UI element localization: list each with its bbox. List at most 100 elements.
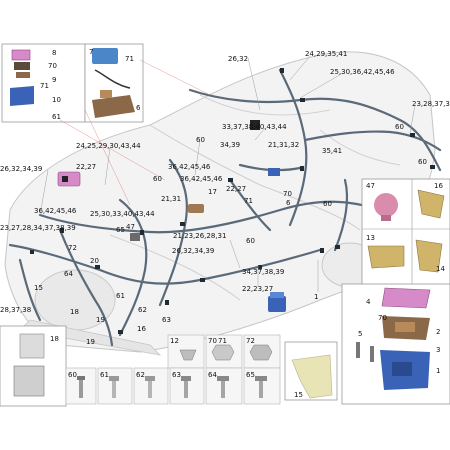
nut-icon (211, 344, 235, 361)
callout-60: 60 (323, 200, 332, 208)
part-label-72: 72 (246, 337, 255, 345)
callout-26-32-34-39: 26,32,34,39 (0, 165, 42, 173)
relay-icon (250, 120, 260, 130)
parts-grid (65, 334, 281, 405)
callout-labels: 8 70 9 71 10 61 7 71 6 26,32 24,29,35,41… (0, 48, 450, 399)
callout-10: 10 (52, 96, 61, 104)
callout-71: 71 (244, 197, 253, 205)
pink-module-icon (11, 49, 31, 61)
callout-6: 6 (136, 104, 141, 112)
part-label-63: 63 (172, 371, 181, 379)
bracket-icon (415, 239, 443, 273)
callout-23-28: 23,28,37,38 (412, 100, 450, 108)
callout-35-41: 35,41 (322, 147, 342, 155)
pink-cap-icon (374, 193, 398, 217)
bolt-icon (184, 381, 188, 398)
inset-modules-left (0, 325, 67, 407)
inset-control-unit (341, 283, 450, 405)
callout-26-32c: 26,32,34,39 (172, 247, 214, 255)
callout-47: 47 (126, 223, 135, 231)
inset-pink-connector (57, 171, 81, 187)
callout-18: 18 (70, 308, 79, 316)
part-label-64: 64 (208, 371, 217, 379)
module-18-icon (19, 333, 45, 359)
callout-36-42c: 36,42,45,46 (34, 207, 77, 215)
clip-icon (179, 349, 197, 361)
bolt-icon (221, 381, 225, 398)
inset-clips (361, 178, 450, 286)
nut-icon (249, 344, 273, 361)
callout-65: 65 (116, 226, 125, 234)
part-label-60: 60 (68, 371, 77, 379)
callout-33: 33,37,38,40,43,44 (222, 123, 287, 131)
callout-24-25: 24,25,29,30,43,44 (76, 142, 141, 150)
callout-60: 60 (418, 158, 427, 166)
part-label-61: 61 (100, 371, 109, 379)
callout-61: 61 (52, 113, 61, 121)
callout-18: 18 (50, 335, 59, 343)
callout-22-23: 22,23,27 (242, 285, 273, 293)
bracket-icon (92, 95, 135, 118)
blue-bracket-icon (10, 86, 34, 106)
callout-3: 3 (436, 346, 440, 354)
callout-60: 60 (246, 237, 255, 245)
callout-19b: 19 (86, 338, 95, 346)
callout-2: 2 (436, 328, 440, 336)
bolt-icon (148, 381, 152, 398)
callout-6: 6 (286, 199, 291, 207)
callout-24-29: 24,29,35,41 (305, 50, 347, 58)
junction-icon (130, 233, 140, 241)
callout-15: 15 (294, 391, 303, 399)
part-label-12: 12 (170, 337, 179, 345)
callout-17: 17 (208, 188, 217, 196)
callout-23-27: 23,27,28,34,37,38,39 (0, 224, 76, 232)
module-15-icon (13, 365, 45, 397)
callout-34-39: 34,39 (220, 141, 240, 149)
pink-module-icon (381, 287, 431, 309)
callout-28-37: 28,37,38 (0, 306, 31, 314)
bolt-icon (259, 381, 263, 398)
bracket-icon (14, 62, 30, 70)
callout-19: 19 (96, 316, 105, 324)
callout-36-42: 36,42,45,46 (168, 163, 211, 171)
callout-70: 70 (48, 62, 57, 70)
callout-63: 63 (162, 316, 171, 324)
callout-60: 60 (395, 123, 404, 131)
callout-60: 60 (196, 136, 205, 144)
callout-64: 64 (64, 270, 73, 278)
in-car-modules (130, 120, 286, 312)
callout-9: 9 (52, 76, 56, 84)
callout-71: 71 (40, 82, 49, 90)
bracket-icon (291, 354, 333, 399)
bracket-icon (367, 245, 405, 269)
ecu-module-icon (268, 296, 286, 312)
callout-70: 70 (283, 190, 292, 198)
fuse-box-icon (92, 48, 118, 64)
pink-connector-icon (57, 171, 81, 187)
callout-34-37: 34,37,38,39 (242, 268, 284, 276)
callout-21-31: 21,31,32 (268, 141, 299, 149)
callout-61: 61 (116, 292, 125, 300)
part-label-71: 71 (218, 337, 227, 345)
module-70-icon (268, 168, 280, 176)
inset-bracket-15 (284, 341, 338, 401)
callout-16: 16 (137, 325, 146, 333)
callout-1: 1 (314, 293, 318, 301)
callout-36-42b: 36,42,45,46 (180, 175, 223, 183)
callout-20: 20 (90, 257, 99, 265)
callout-21-31b: 21,31 (161, 195, 181, 203)
callout-16: 16 (434, 182, 443, 190)
callout-4: 4 (366, 298, 371, 306)
callout-15: 15 (34, 284, 43, 292)
callout-60: 60 (153, 175, 162, 183)
callout-47: 47 (366, 182, 375, 190)
part-label-65: 65 (246, 371, 255, 379)
callout-71: 71 (125, 55, 134, 63)
callout-8: 8 (52, 49, 56, 57)
inset-pink-module (1, 43, 86, 123)
leader-lines (39, 55, 416, 292)
callout-26-32: 26,32 (228, 55, 248, 63)
bolt-icon (112, 381, 116, 398)
